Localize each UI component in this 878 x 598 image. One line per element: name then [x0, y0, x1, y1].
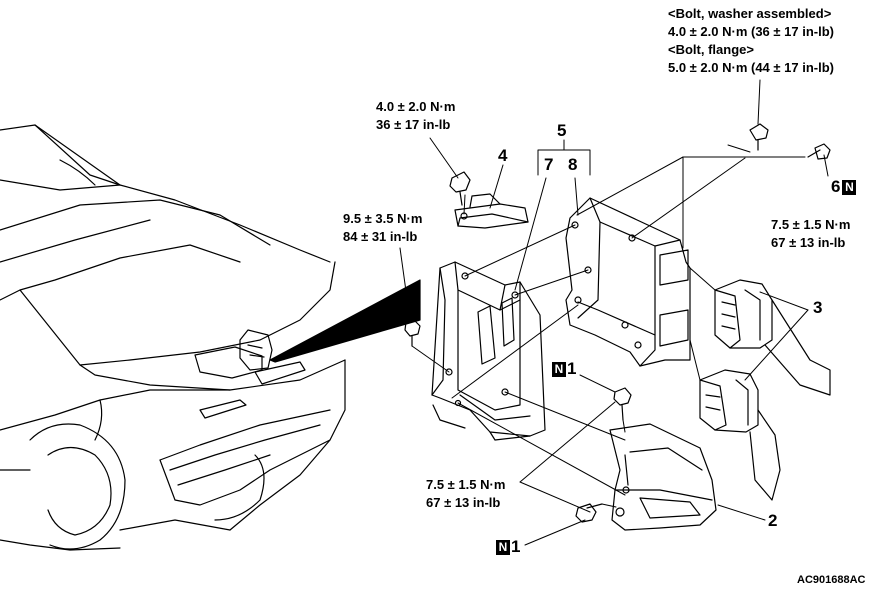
- connectors: [699, 279, 831, 501]
- callout-8: 8: [568, 155, 578, 174]
- torque-spec-washer-bolt-value: 4.0 ± 2.0 N·m (36 ± 17 in-lb): [668, 24, 834, 39]
- callout-3: 3: [813, 298, 823, 317]
- non-reusable-mark: N: [496, 540, 510, 556]
- torque-spec-bracket-nm: 4.0 ± 2.0 N·m: [376, 99, 456, 114]
- ecu-location-marker: [239, 279, 421, 371]
- torque-spec-flange-bolt-label: <Bolt, flange>: [668, 42, 754, 57]
- torque-spec-right-nm: 7.5 ± 1.5 N·m: [771, 217, 851, 232]
- callout-4: 4: [498, 146, 508, 165]
- torque-spec-right-inlb: 67 ± 13 in-lb: [771, 235, 846, 250]
- torque-spec-lower-inlb: 67 ± 13 in-lb: [426, 495, 501, 510]
- bolts: [404, 123, 831, 523]
- upper-clip: [454, 193, 529, 229]
- alignment-lines: [411, 144, 806, 508]
- torque-spec-left-inlb: 84 ± 31 in-lb: [343, 229, 418, 244]
- torque-spec-washer-bolt-label: <Bolt, washer assembled>: [668, 6, 832, 21]
- car-outline: [0, 124, 346, 551]
- torque-spec-lower-nm: 7.5 ± 1.5 N·m: [426, 477, 506, 492]
- ecu-bracket: [431, 261, 546, 441]
- leader-lines: [399, 79, 829, 546]
- callout-7: 7: [544, 155, 554, 174]
- torque-spec-left-nm: 9.5 ± 3.5 N·m: [343, 211, 423, 226]
- torque-spec-flange-bolt-value: 5.0 ± 2.0 N·m (44 ± 17 in-lb): [668, 60, 834, 75]
- callout-6-number: 6: [831, 177, 841, 196]
- non-reusable-mark: N: [842, 180, 857, 196]
- torque-spec-bracket-inlb: 36 ± 17 in-lb: [376, 117, 451, 132]
- figure-code: AC901688AC: [797, 574, 866, 586]
- non-reusable-mark: N: [552, 362, 566, 378]
- ecu-unit: [565, 197, 691, 367]
- callout-5: 5: [557, 121, 567, 140]
- callout-1-number: 1: [511, 537, 521, 556]
- callout-2: 2: [768, 511, 778, 530]
- ecu-cover: [609, 423, 717, 531]
- callout-1-number: 1: [567, 359, 577, 378]
